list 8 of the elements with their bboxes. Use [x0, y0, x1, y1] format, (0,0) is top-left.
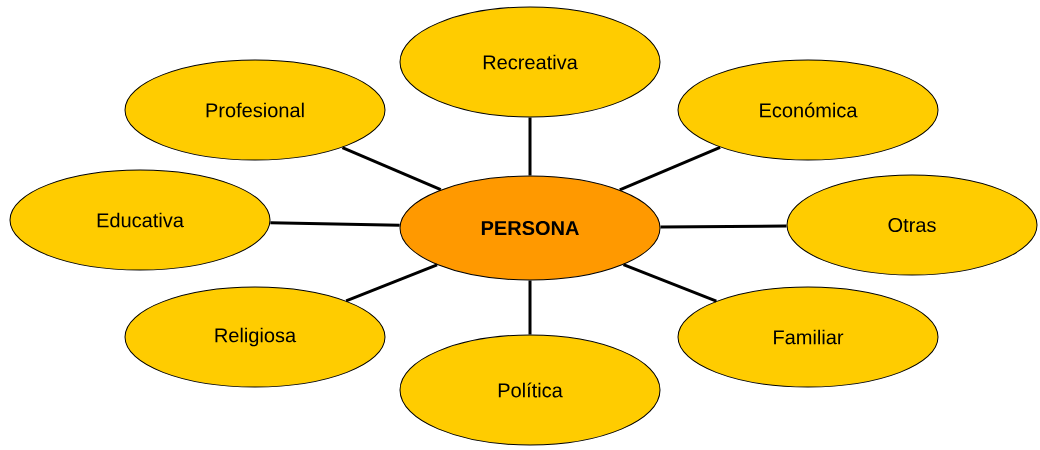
connector-line — [528, 280, 532, 335]
connector-line — [270, 221, 400, 227]
connector-line — [341, 146, 442, 192]
connector-line — [622, 263, 717, 303]
connector-line — [660, 224, 787, 229]
connector-line — [619, 145, 721, 192]
connector-line — [528, 117, 532, 176]
connector-line — [345, 263, 438, 303]
